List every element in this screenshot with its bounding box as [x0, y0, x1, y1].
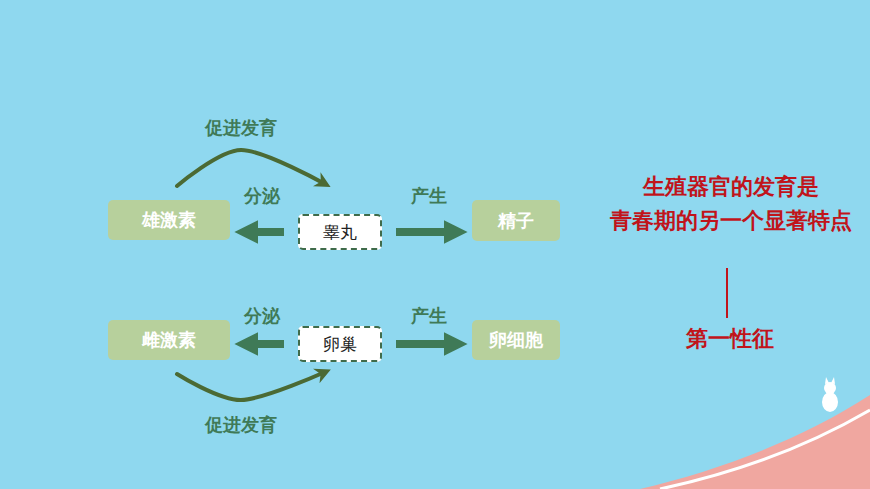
cell-box: 精子	[472, 200, 560, 241]
edge-label: 产生	[411, 184, 447, 208]
node-text: 雌激素	[142, 328, 196, 352]
bracket-line	[726, 268, 728, 318]
edge-label: 产生	[411, 304, 447, 328]
curved-connector	[177, 150, 325, 186]
hormone-box: 雌激素	[108, 320, 230, 360]
node-text: 卵巢	[323, 333, 357, 356]
edge-label: 促进发育	[205, 413, 277, 437]
cat-figure	[822, 377, 838, 412]
arrow-connector	[396, 340, 458, 348]
node-text: 精子	[498, 209, 534, 233]
edge-label: 分泌	[244, 184, 280, 208]
arrow-connector	[244, 340, 284, 348]
node-text: 雄激素	[142, 208, 196, 232]
term-label: 第一性征	[630, 322, 830, 356]
hill-highlight	[660, 410, 870, 489]
edge-label: 促进发育	[205, 116, 277, 140]
node-text: 睾丸	[323, 221, 357, 244]
organ-box: 卵巢	[298, 326, 382, 362]
node-text: 卵细胞	[489, 328, 543, 352]
edge-label: 分泌	[244, 304, 280, 328]
organ-box: 睾丸	[298, 214, 382, 250]
arrow-connector	[244, 228, 284, 236]
key-point-text: 生殖器官的发育是 青春期的另一个显著特点	[595, 170, 867, 238]
cell-box: 卵细胞	[472, 320, 560, 360]
curved-connector	[177, 372, 325, 400]
hormone-box: 雄激素	[108, 200, 230, 240]
arrow-connector	[396, 228, 458, 236]
